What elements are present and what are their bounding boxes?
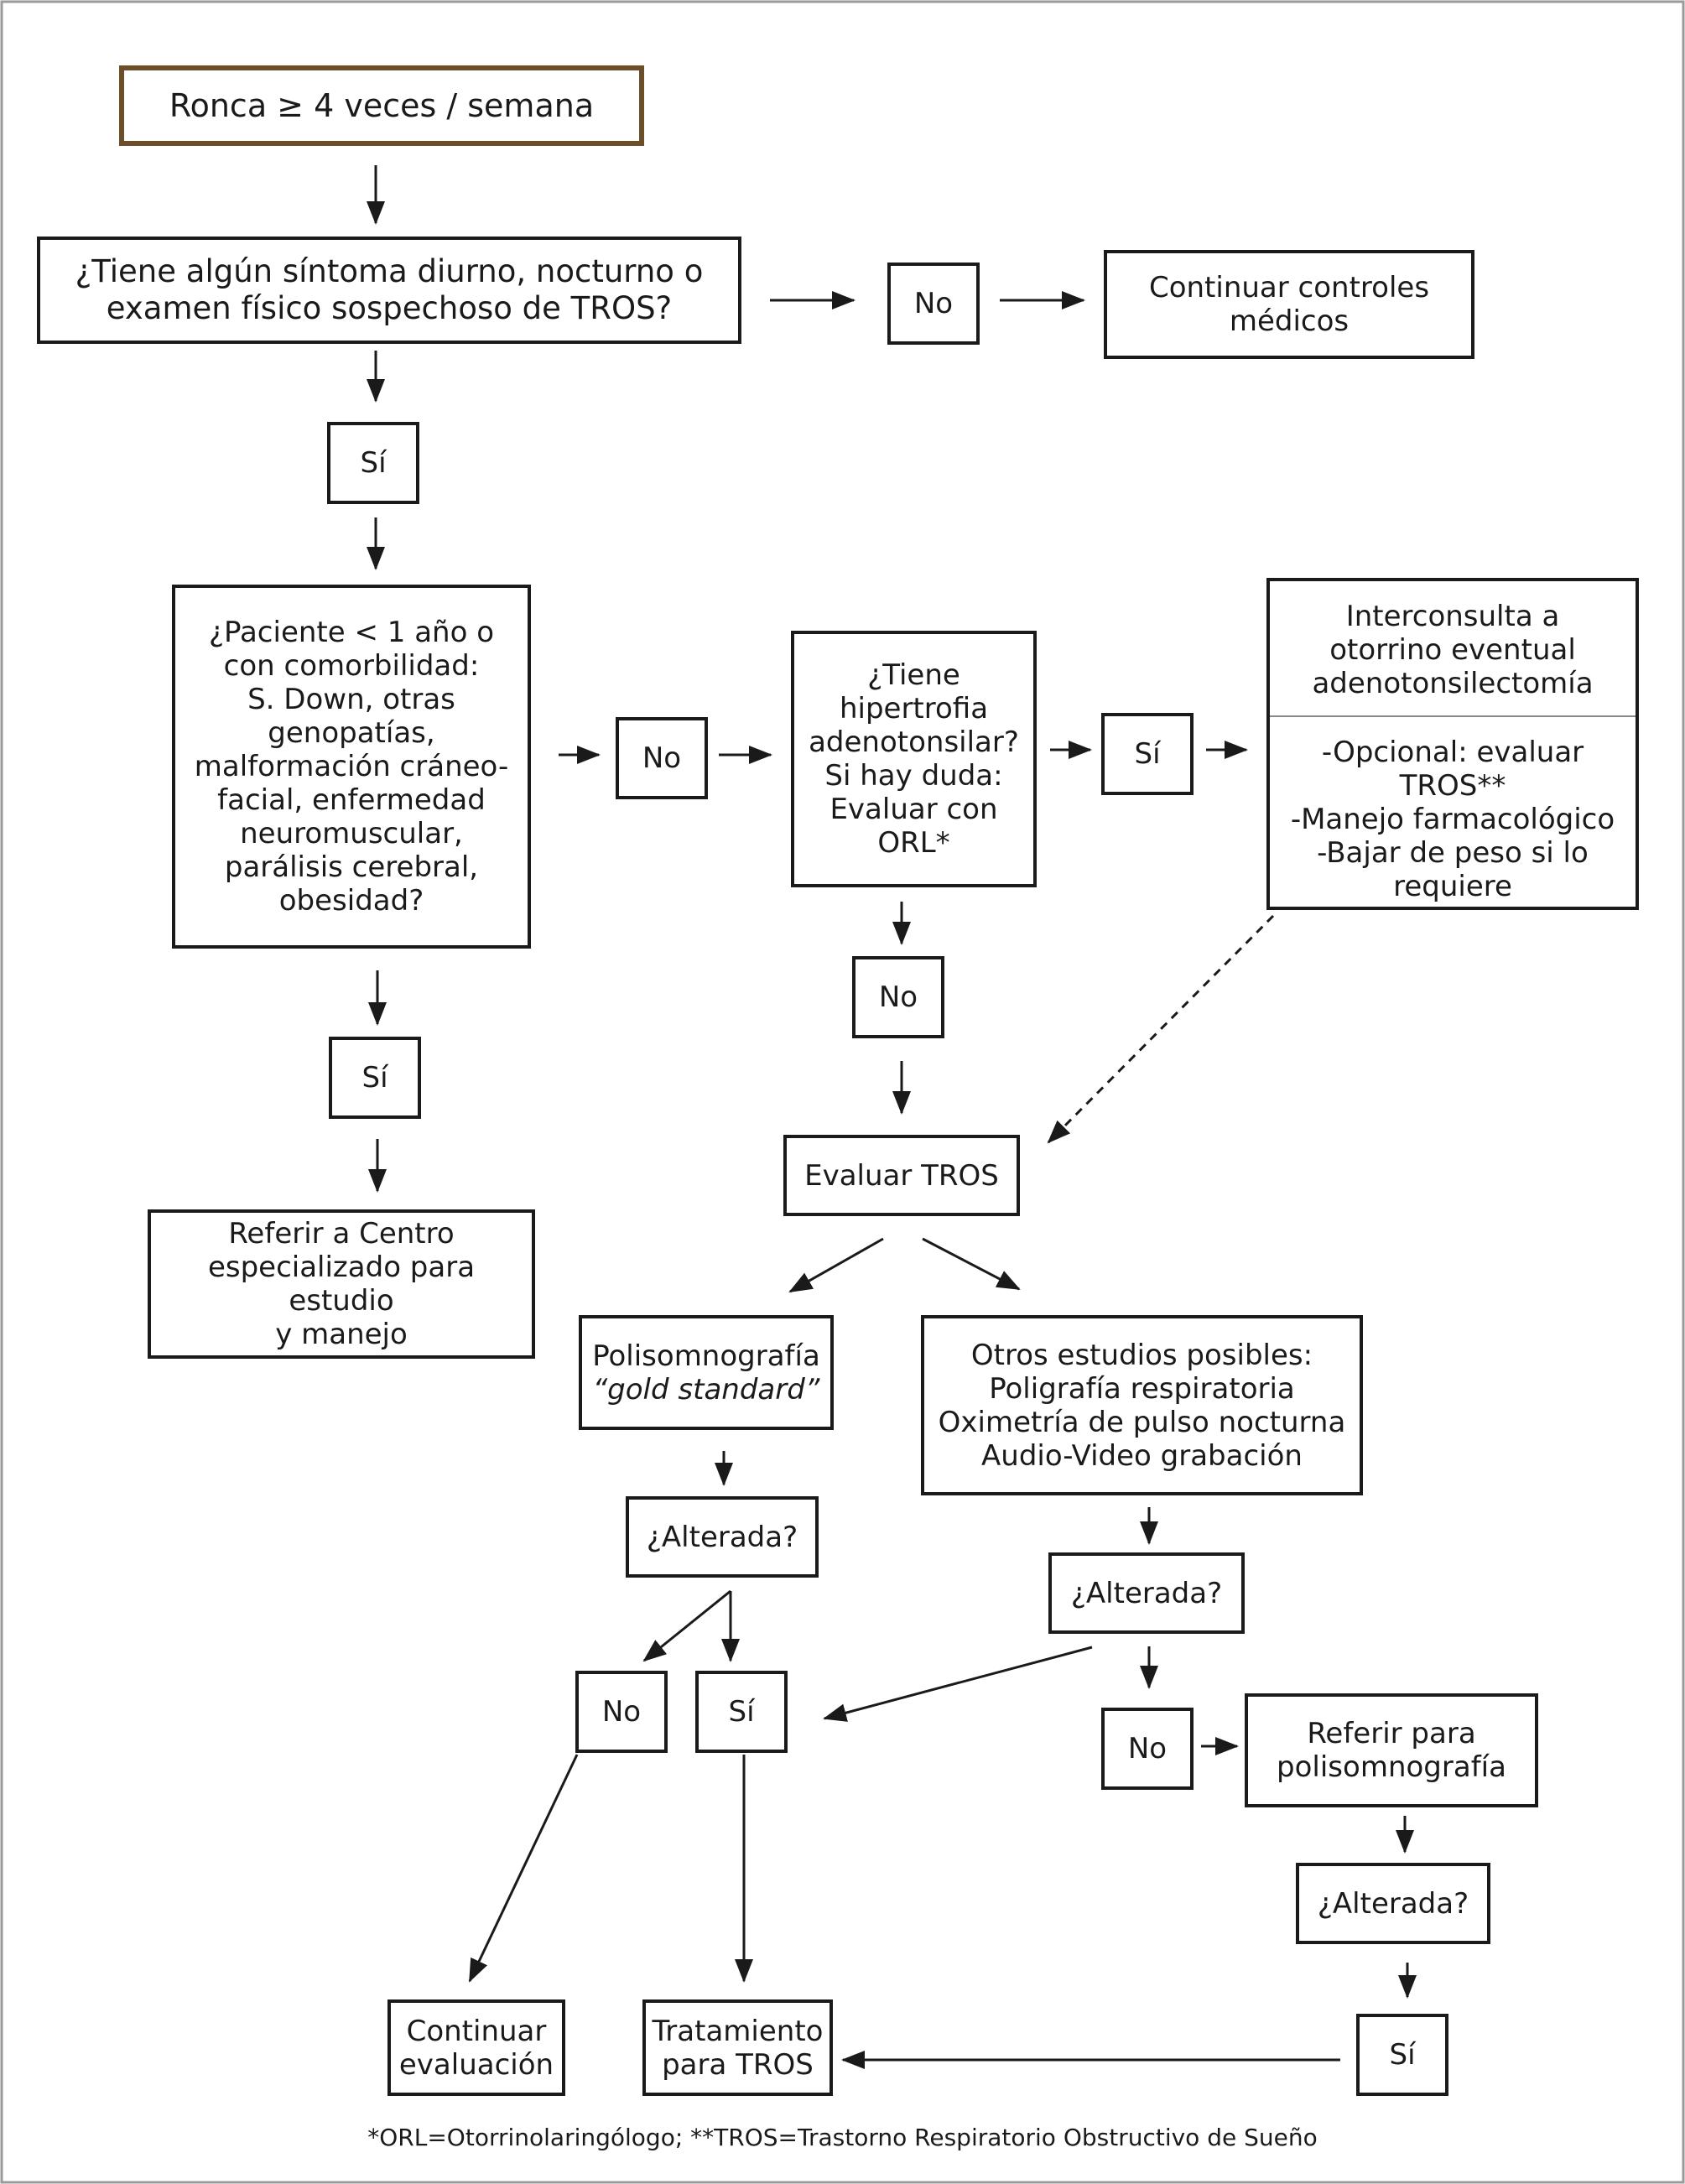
no-box-5-text: No xyxy=(1127,1732,1168,1765)
si-box-2: Sí xyxy=(1101,713,1194,795)
si-box-5: Sí xyxy=(1356,2014,1448,2096)
si-box-1-text: Sí xyxy=(360,446,387,480)
si-box-4-text: Sí xyxy=(728,1695,755,1729)
continue-evaluation-text: Continuar evaluación xyxy=(398,2014,554,2082)
arrow-no-to-continue-eval xyxy=(468,1754,579,1983)
arrow-altered2-to-si xyxy=(823,1646,1093,1722)
no-box-3-text: No xyxy=(878,980,918,1014)
no-box-4-text: No xyxy=(601,1695,642,1729)
interconsulta-box: Interconsulta a otorrino eventual adenot… xyxy=(1266,578,1639,910)
altered-box-1-text: ¿Alterada? xyxy=(646,1520,798,1554)
no-box-4: No xyxy=(575,1671,668,1753)
polysomnography-box: Polisomnografía “gold standard” xyxy=(579,1315,834,1430)
si-box-1: Sí xyxy=(327,422,419,504)
altered-box-1: ¿Alterada? xyxy=(626,1496,819,1578)
treatment-text: Tratamiento para TROS xyxy=(652,2014,824,2082)
evaluate-tros-text: Evaluar TROS xyxy=(804,1158,999,1193)
no-box-3: No xyxy=(852,956,944,1038)
treatment-box: Tratamiento para TROS xyxy=(642,1999,833,2096)
arrow-altered1-to-no xyxy=(642,1589,731,1662)
patient-question-text: ¿Paciente < 1 año o con comorbilidad: S.… xyxy=(194,616,509,918)
no-box-1: No xyxy=(887,263,980,345)
polysomnography-line1: Polisomnografía xyxy=(592,1339,820,1373)
other-studies-box: Otros estudios posibles: Poligrafía resp… xyxy=(921,1315,1363,1495)
footnote: *ORL=Otorrinolaringólogo; **TROS=Trastor… xyxy=(367,2124,1318,2151)
interconsulta-bottom-text: -Opcional: evaluar TROS** -Manejo farmac… xyxy=(1290,736,1615,903)
no-box-2: No xyxy=(616,717,708,799)
hypertrophy-question-text: ¿Tiene hipertrofia adenotonsilar? Si hay… xyxy=(809,658,1019,860)
si-box-2-text: Sí xyxy=(1134,737,1161,771)
si-box-5-text: Sí xyxy=(1389,2038,1416,2072)
polysomnography-line2: “gold standard” xyxy=(592,1372,820,1407)
si-box-4: Sí xyxy=(695,1671,788,1753)
altered-box-2-text: ¿Alterada? xyxy=(1070,1576,1223,1610)
si-box-3: Sí xyxy=(329,1037,421,1119)
symptoms-question: ¿Tiene algún síntoma diurno, nocturno o … xyxy=(37,237,741,344)
symptoms-question-text: ¿Tiene algún síntoma diurno, nocturno o … xyxy=(75,253,704,326)
evaluate-tros-box: Evaluar TROS xyxy=(783,1135,1020,1216)
refer-center-box: Referir a Centro especializado para estu… xyxy=(148,1209,535,1359)
refer-center-text: Referir a Centro especializado para estu… xyxy=(207,1217,476,1351)
interconsulta-divider xyxy=(1270,715,1636,717)
continue-controls-text: Continuar controles médicos xyxy=(1148,271,1430,338)
refer-psg-box: Referir para polisomnografía xyxy=(1245,1693,1538,1807)
no-box-5: No xyxy=(1101,1708,1194,1790)
continue-controls-box: Continuar controles médicos xyxy=(1104,250,1474,359)
start-node: Ronca ≥ 4 veces / semana xyxy=(119,65,644,146)
dashed-arrow-interconsulta-to-evaluate xyxy=(1047,914,1275,1144)
arrow-evaluate-to-other xyxy=(922,1237,1021,1291)
interconsulta-top-text: Interconsulta a otorrino eventual adenot… xyxy=(1312,600,1594,700)
arrow-evaluate-to-psg xyxy=(788,1237,884,1293)
patient-question: ¿Paciente < 1 año o con comorbilidad: S.… xyxy=(172,585,531,949)
altered-box-3-text: ¿Alterada? xyxy=(1317,1886,1469,1921)
altered-box-2: ¿Alterada? xyxy=(1048,1552,1245,1634)
other-studies-text: Otros estudios posibles: Poligrafía resp… xyxy=(938,1338,1346,1473)
continue-evaluation-box: Continuar evaluación xyxy=(387,1999,565,2096)
altered-box-3: ¿Alterada? xyxy=(1296,1863,1490,1944)
si-box-3-text: Sí xyxy=(361,1061,388,1095)
start-node-text: Ronca ≥ 4 veces / semana xyxy=(169,87,595,124)
no-box-1-text: No xyxy=(913,287,954,320)
hypertrophy-question: ¿Tiene hipertrofia adenotonsilar? Si hay… xyxy=(791,631,1037,887)
refer-psg-text: Referir para polisomnografía xyxy=(1277,1717,1506,1784)
no-box-2-text: No xyxy=(642,741,682,775)
